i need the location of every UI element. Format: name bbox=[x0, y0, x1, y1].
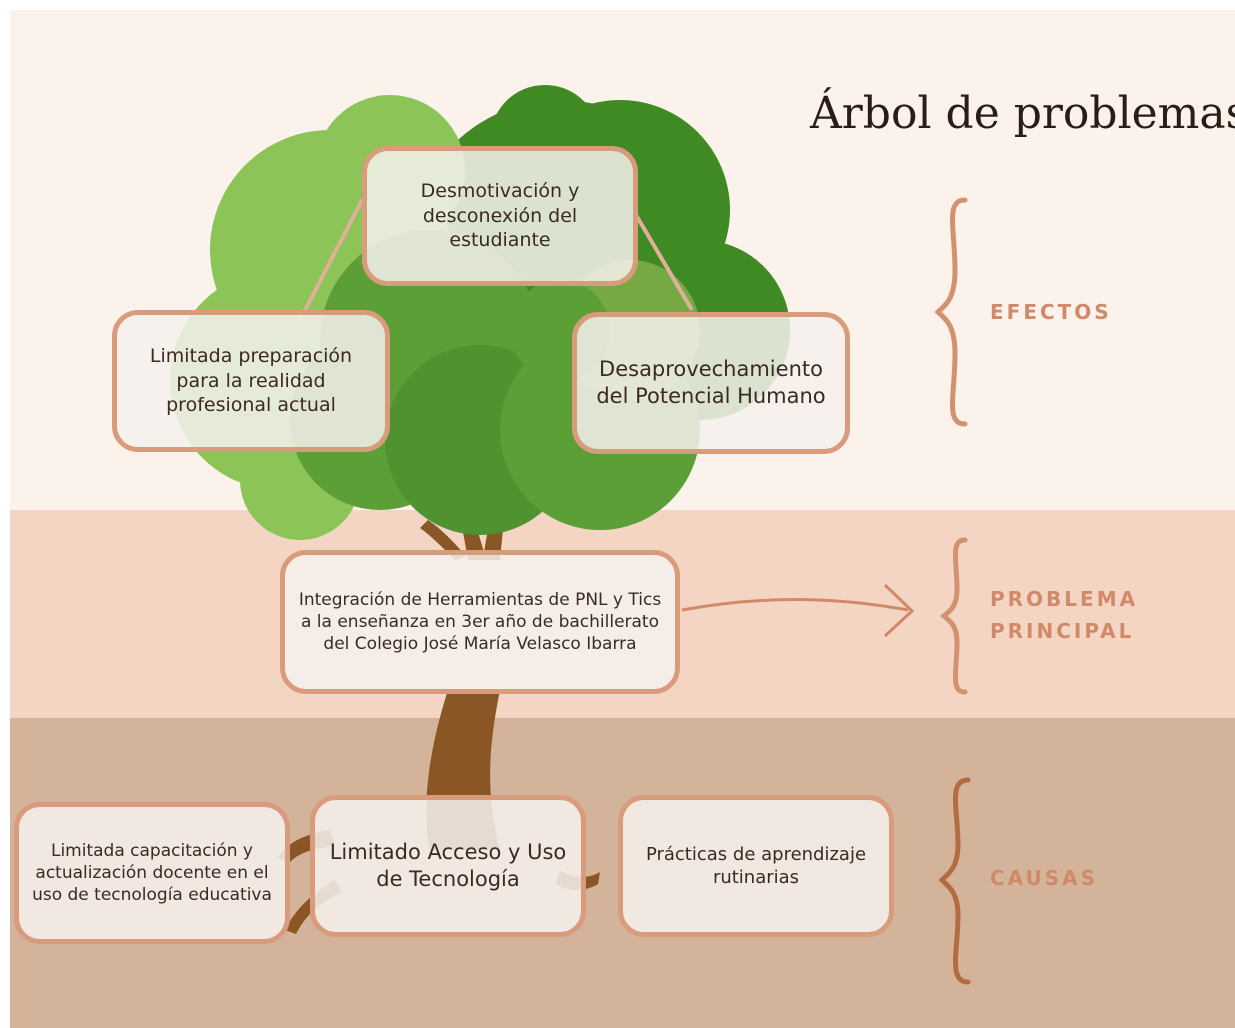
effect-top-text: Desmotivación y desconexión del estudian… bbox=[420, 179, 580, 252]
cause-box-left: Limitada capacitación y actualización do… bbox=[14, 802, 290, 944]
effect-box-left: Limitada preparación para la realidad pr… bbox=[112, 310, 390, 452]
connector-top-left bbox=[298, 199, 364, 321]
cause-box-center: Limitado Acceso y Uso de Tecnología bbox=[310, 795, 586, 937]
effect-left-text: Limitada preparación para la realidad pr… bbox=[149, 344, 353, 417]
causes-label: CAUSAS bbox=[990, 866, 1099, 890]
arrow-head bbox=[883, 583, 915, 638]
effect-right-text: Desaprovechamiento del Potencial Humano bbox=[596, 356, 826, 408]
cause-center-text: Limitado Acceso y Uso de Tecnología bbox=[329, 839, 567, 891]
main-problem-label-line1: PROBLEMA bbox=[990, 587, 1139, 611]
cause-right-text: Prácticas de aprendizaje rutinarias bbox=[645, 843, 867, 888]
main-problem-brace bbox=[940, 537, 968, 695]
main-problem-text: Integración de Herramientas de PNL y Tic… bbox=[298, 589, 662, 655]
cause-left-text: Limitada capacitación y actualización do… bbox=[32, 840, 272, 906]
effect-box-right: Desaprovechamiento del Potencial Humano bbox=[572, 312, 850, 454]
effect-box-top: Desmotivación y desconexión del estudian… bbox=[362, 146, 638, 286]
effects-label: EFECTOS bbox=[990, 300, 1112, 324]
main-problem-label-line2: PRINCIPAL bbox=[990, 619, 1135, 643]
cause-box-right: Prácticas de aprendizaje rutinarias bbox=[618, 795, 894, 937]
connector-top-right bbox=[634, 213, 694, 312]
page-title: Árbol de problemas bbox=[810, 88, 1235, 139]
arrow-to-main-label bbox=[681, 598, 909, 612]
causes-brace bbox=[938, 777, 971, 985]
main-problem-box: Integración de Herramientas de PNL y Tic… bbox=[280, 550, 680, 694]
effects-brace bbox=[934, 197, 968, 427]
main-problem-label: PROBLEMA PRINCIPAL bbox=[990, 583, 1138, 647]
